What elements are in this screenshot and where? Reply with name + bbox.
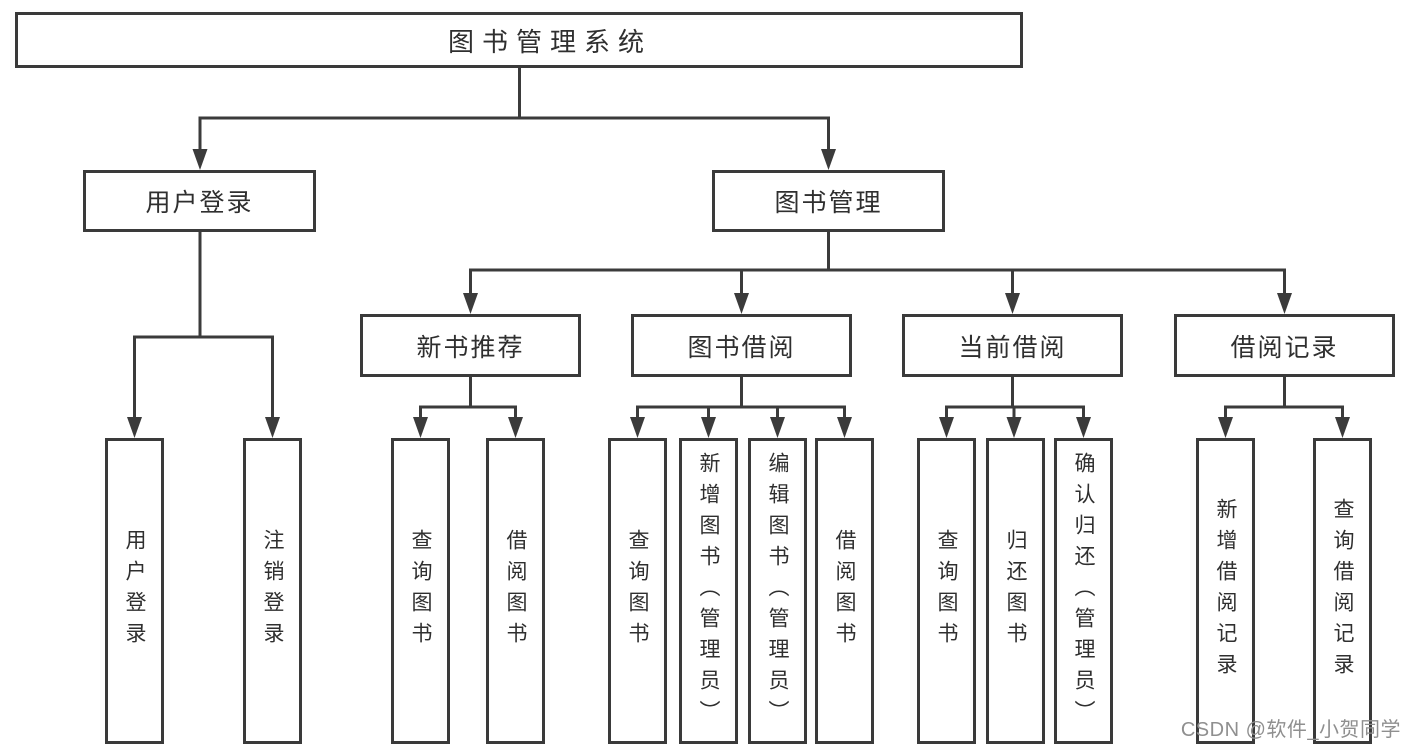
node-book-management: 图书管理 bbox=[712, 170, 945, 232]
connector-line bbox=[419, 377, 517, 421]
connector-line bbox=[636, 377, 846, 421]
node-label: 借阅图书 bbox=[833, 529, 856, 653]
arrowhead bbox=[734, 293, 749, 314]
arrowhead bbox=[770, 417, 785, 438]
node-label: 当前借阅 bbox=[958, 333, 1067, 362]
leaf-add-borrow-record: 新增借阅记录 bbox=[1196, 438, 1255, 744]
node-book-borrowing: 图书借阅 bbox=[631, 314, 852, 377]
node-label: 查询借阅记录 bbox=[1331, 498, 1354, 684]
arrowhead bbox=[413, 417, 428, 438]
arrowhead bbox=[1218, 417, 1233, 438]
node-label: 图书管理系统 bbox=[447, 26, 652, 57]
connector-line bbox=[133, 232, 274, 421]
arrowhead bbox=[821, 149, 836, 170]
arrowhead bbox=[701, 417, 716, 438]
arrowhead bbox=[837, 417, 852, 438]
node-label: 查询图书 bbox=[409, 529, 432, 653]
arrowhead bbox=[939, 417, 954, 438]
arrowhead bbox=[192, 149, 208, 170]
arrowhead bbox=[508, 417, 523, 438]
leaf-return-books: 归还图书 bbox=[986, 438, 1045, 744]
arrowhead bbox=[127, 417, 142, 438]
node-label: 用户登录 bbox=[123, 529, 146, 653]
arrowhead bbox=[1335, 417, 1350, 438]
node-label: 归还图书 bbox=[1004, 529, 1027, 653]
arrowhead bbox=[265, 417, 280, 438]
node-label: 编辑图书（管理员） bbox=[766, 451, 789, 731]
node-label: 新增借阅记录 bbox=[1214, 498, 1237, 684]
arrowhead bbox=[1277, 293, 1292, 314]
node-label: 借阅记录 bbox=[1230, 333, 1339, 362]
node-label: 图书借阅 bbox=[687, 333, 796, 362]
node-label: 新书推荐 bbox=[416, 333, 525, 362]
leaf-logout: 注销登录 bbox=[243, 438, 302, 744]
arrowhead bbox=[1076, 417, 1091, 438]
node-label: 查询图书 bbox=[626, 529, 649, 653]
node-label: 用户登录 bbox=[145, 189, 254, 217]
leaf-query-books-borrowing: 查询图书 bbox=[608, 438, 667, 744]
arrowhead bbox=[630, 417, 645, 438]
leaf-query-books-current: 查询图书 bbox=[917, 438, 976, 744]
node-label: 图书管理 bbox=[774, 189, 883, 217]
node-library-system: 图书管理系统 bbox=[15, 12, 1023, 68]
leaf-confirm-return-admin: 确认归还（管理员） bbox=[1054, 438, 1113, 744]
node-label: 确认归还（管理员） bbox=[1072, 451, 1095, 731]
connector-line bbox=[945, 377, 1085, 421]
arrowhead bbox=[1005, 293, 1020, 314]
node-label: 新增图书（管理员） bbox=[697, 451, 720, 731]
leaf-add-book-admin: 新增图书（管理员） bbox=[679, 438, 738, 744]
leaf-borrow-books-recommend: 借阅图书 bbox=[486, 438, 545, 744]
leaf-query-books-recommend: 查询图书 bbox=[391, 438, 450, 744]
node-borrowing-records: 借阅记录 bbox=[1174, 314, 1395, 377]
arrowhead bbox=[1006, 417, 1022, 438]
connector-line bbox=[469, 232, 1286, 297]
node-label: 注销登录 bbox=[261, 529, 284, 653]
leaf-edit-book-admin: 编辑图书（管理员） bbox=[748, 438, 807, 744]
connector-line bbox=[198, 116, 830, 151]
node-new-book-recommendation: 新书推荐 bbox=[360, 314, 581, 377]
node-user-login: 用户登录 bbox=[83, 170, 316, 232]
arrowhead bbox=[463, 293, 478, 314]
node-current-borrowing: 当前借阅 bbox=[902, 314, 1123, 377]
leaf-borrow-books-borrowing: 借阅图书 bbox=[815, 438, 874, 744]
node-label: 查询图书 bbox=[935, 529, 958, 653]
connector-line bbox=[1224, 377, 1344, 421]
node-label: 借阅图书 bbox=[504, 529, 527, 653]
leaf-user-login: 用户登录 bbox=[105, 438, 164, 744]
csdn-watermark: CSDN @软件_小贺同学 bbox=[1180, 719, 1401, 741]
leaf-query-borrow-record: 查询借阅记录 bbox=[1313, 438, 1372, 744]
